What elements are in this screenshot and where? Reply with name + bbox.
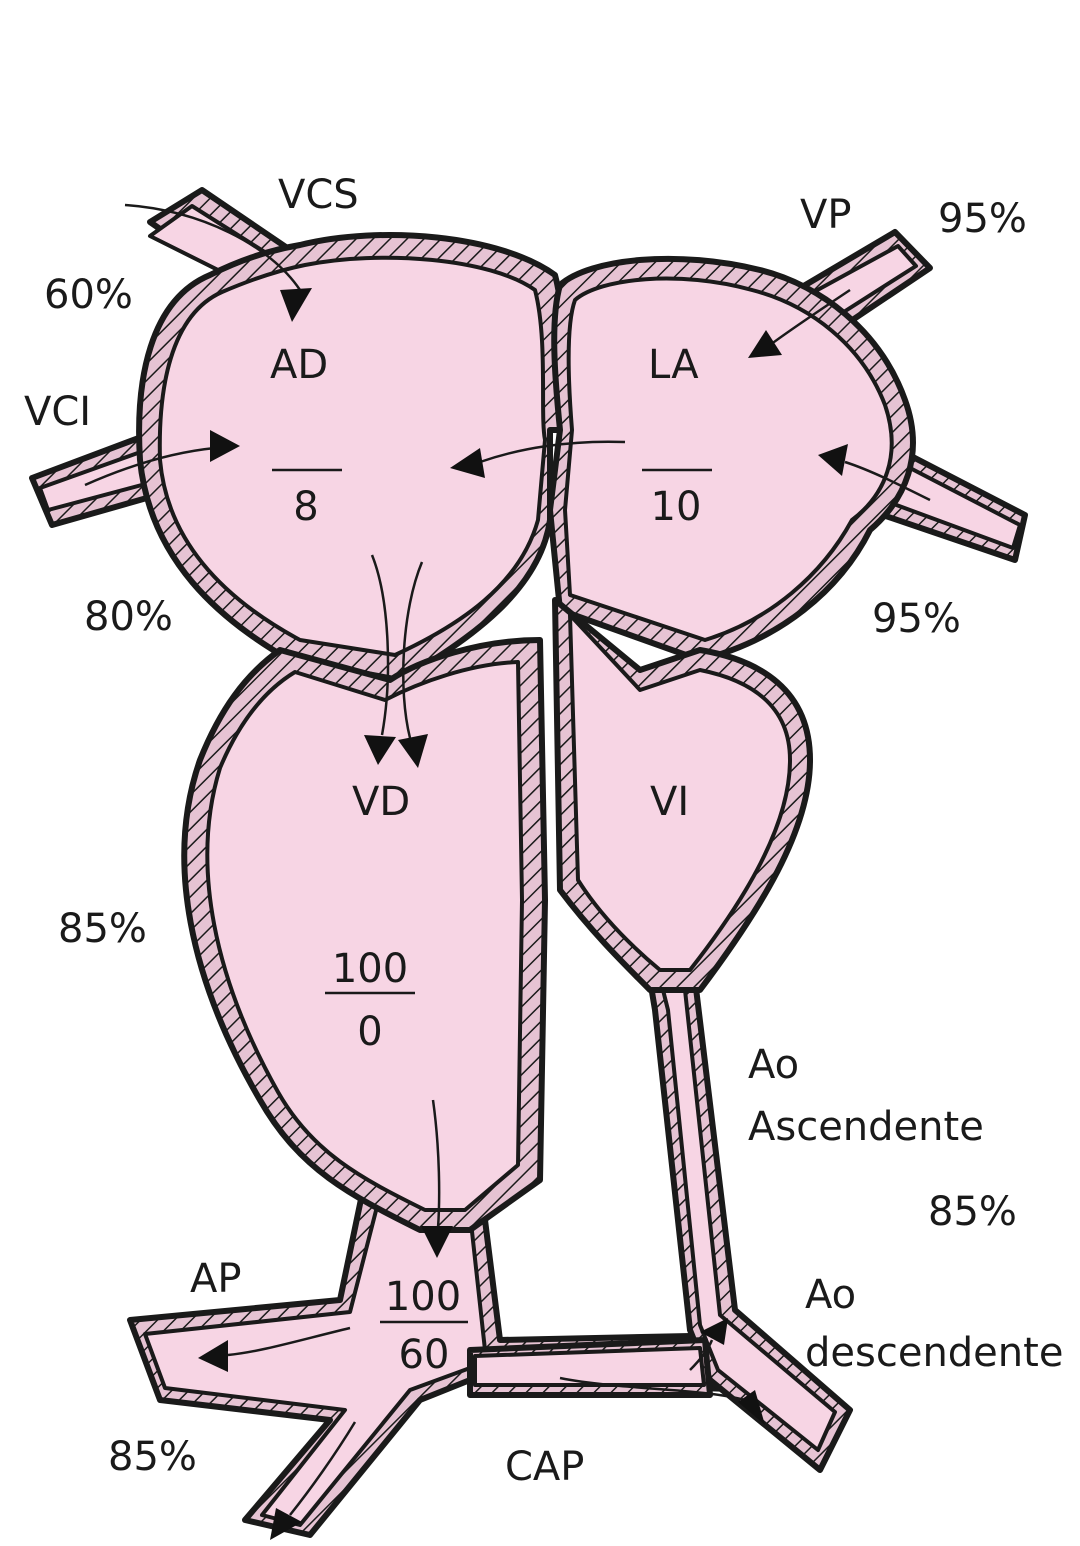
right-ventricle [181,637,548,1233]
label-vi: VI [650,779,689,825]
sat-aorta: 85% [928,1189,1017,1235]
vd-pressure-top: 100 [332,946,408,992]
ad-pressure-bottom: 8 [293,484,318,530]
left-atrium [547,255,916,663]
label-ao-desc-1: Ao [805,1272,856,1318]
sat-vci: 80% [84,594,173,640]
ap-pressure-top: 100 [385,1274,461,1320]
label-vp: VP [800,192,851,238]
label-vcs: VCS [278,172,359,218]
la-pressure-bottom: 10 [651,484,702,530]
label-ad: AD [270,342,328,388]
right-atrium [136,232,567,683]
ductus-arteriosus [467,1337,713,1398]
sat-la: 95% [872,596,961,642]
label-vci: VCI [24,389,91,435]
label-ap: AP [190,1256,241,1302]
label-ao-asc-2: Ascendente [748,1104,984,1150]
sat-vcs: 60% [44,272,133,318]
sat-vd: 85% [58,906,147,952]
label-ao-asc-1: Ao [748,1042,799,1088]
sat-ap: 85% [108,1434,197,1480]
vd-pressure-bottom: 0 [357,1009,382,1055]
ap-pressure-bottom: 60 [399,1332,450,1378]
sat-vp: 95% [938,196,1027,242]
label-vd: VD [352,779,410,825]
label-cap: CAP [505,1444,584,1490]
label-la: LA [648,342,699,388]
flow-arrows [84,203,931,1540]
left-ventricle [552,597,813,993]
label-ao-desc-2: descendente [805,1330,1063,1376]
